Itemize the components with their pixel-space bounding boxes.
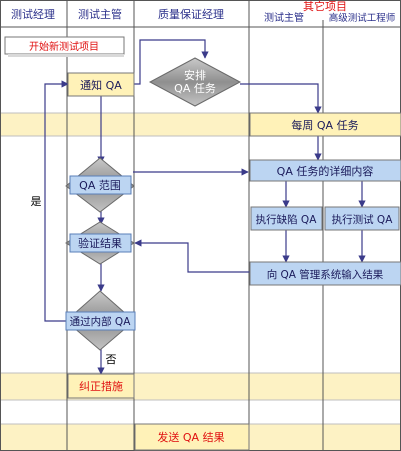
send-results-node: 发送 QA 结果 (134, 423, 250, 451)
edge-label-no: 否 (106, 353, 117, 366)
lane-header-1: 测试经理 (11, 8, 55, 21)
send-results-label: 发送 QA 结果 (157, 430, 224, 444)
edge-pass-notify-yes (44, 80, 69, 322)
verify-label-bg (69, 233, 132, 253)
weekly-qa-label: 每周 QA 任务 (291, 118, 358, 132)
notify-qa-box (67, 72, 135, 97)
edge-label-yes: 是 (31, 195, 42, 208)
lane-headers: 测试经理 测试主管 质量保证经理 其它项目 测试主管 高级测试工程师 (11, 0, 395, 24)
input-results-box (249, 261, 401, 286)
input-results-label: 向 QA 管理系统输入结果 (267, 268, 384, 281)
defect-qa-label: 执行缺陷 QA (256, 213, 318, 226)
exec-qa-box (324, 206, 400, 231)
arrange-qa-diamond (148, 57, 242, 107)
fix-box (67, 373, 135, 399)
arrange-qa-label-line1: 安排 (184, 68, 206, 82)
defect-qa-box (250, 206, 323, 231)
start-node: 开始新测试项目 (4, 36, 125, 57)
notify-qa-label: 通知 QA (80, 78, 122, 92)
pass-qa-node: 通过内部 QA (65, 290, 136, 351)
input-results-node: 向 QA 管理系统输入结果 (249, 261, 401, 286)
pass-qa-label-bg (65, 311, 136, 331)
edge-notify-arrange (134, 39, 209, 85)
exec-qa-label: 执行测试 QA (332, 213, 394, 226)
qa-scope-node: QA 范围 (65, 157, 135, 213)
pass-qa-label: 通过内部 QA (70, 315, 132, 328)
weekly-qa-node: 每周 QA 任务 (249, 112, 401, 137)
start-box-shadow (8, 54, 124, 57)
lane-group-title: 其它项目 (303, 0, 347, 13)
qa-detail-node: QA 任务的详细内容 (249, 159, 401, 182)
qa-scope-label-bg (69, 175, 132, 195)
arrange-qa-node: 安排 QA 任务 (148, 57, 242, 107)
connectors (44, 39, 366, 375)
fix-label: 纠正措施 (79, 379, 123, 393)
qa-detail-box (249, 159, 401, 182)
edge-arrange-weekly (240, 83, 322, 114)
lane-header-4: 测试主管 (264, 11, 304, 24)
lane-header-2: 测试主管 (78, 7, 122, 21)
lane-header-3: 质量保证经理 (158, 7, 224, 21)
qa-scope-label: QA 范围 (79, 178, 121, 192)
verify-node: 验证结果 (65, 221, 135, 265)
arrange-qa-label-line2: QA 任务 (174, 82, 216, 95)
lane-header-5: 高级测试工程师 (329, 12, 396, 24)
qa-detail-label: QA 任务的详细内容 (277, 164, 374, 178)
notify-qa-node: 通知 QA (67, 72, 135, 97)
verify-label: 验证结果 (78, 236, 122, 250)
band-row-2 (0, 373, 401, 400)
weekly-qa-box (249, 112, 401, 137)
start-label: 开始新测试项目 (29, 40, 99, 53)
send-results-box (134, 423, 250, 451)
edge-input-verify (134, 239, 250, 273)
defect-qa-node: 执行缺陷 QA (250, 206, 323, 231)
exec-qa-node: 执行测试 QA (324, 206, 400, 231)
fix-node: 纠正措施 (67, 373, 135, 399)
